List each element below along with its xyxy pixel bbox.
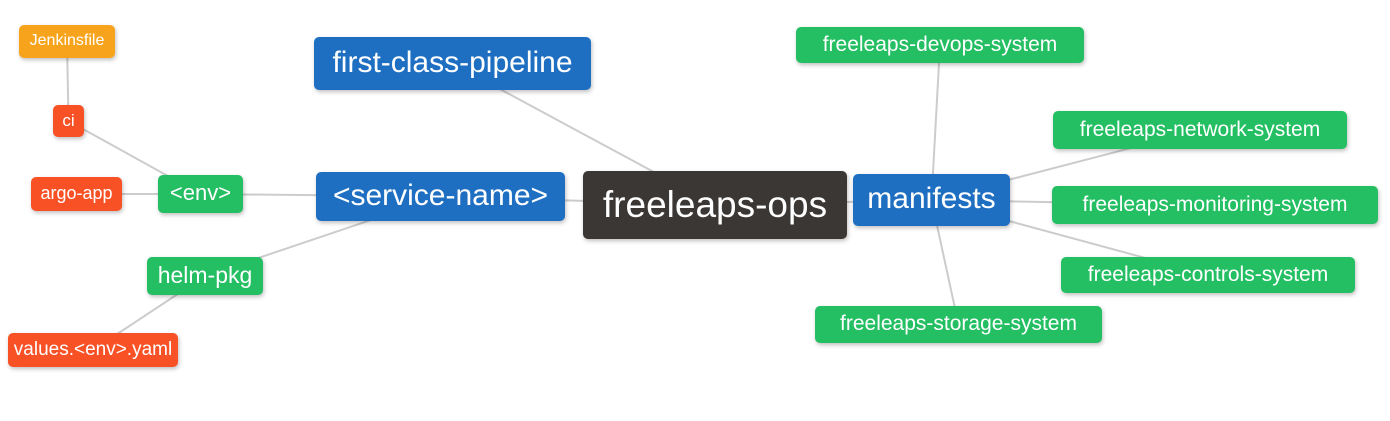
node-service-name[interactable]: <service-name>	[316, 172, 565, 221]
node-freeleaps-monitoring-system[interactable]: freeleaps-monitoring-system	[1052, 186, 1378, 224]
node-label: Jenkinsfile	[29, 31, 105, 49]
node-env[interactable]: <env>	[158, 175, 243, 213]
node-label: freeleaps-devops-system	[822, 32, 1058, 56]
node-label: <service-name>	[332, 178, 549, 212]
node-label: freeleaps-storage-system	[840, 312, 1077, 335]
node-label: freeleaps-monitoring-system	[1082, 192, 1348, 216]
node-helm-pkg[interactable]: helm-pkg	[147, 257, 263, 295]
node-label: <env>	[169, 180, 232, 205]
node-freeleaps-devops-system[interactable]: freeleaps-devops-system	[796, 27, 1084, 63]
node-first-class-pipeline[interactable]: first-class-pipeline	[314, 37, 591, 90]
node-label: freeleaps-network-system	[1079, 117, 1321, 141]
node-jenkinsfile[interactable]: Jenkinsfile	[19, 25, 115, 58]
node-manifests[interactable]: manifests	[853, 174, 1010, 226]
node-label: ci	[62, 110, 75, 130]
node-label: argo-app	[40, 183, 113, 203]
node-label: values.<env>.yaml	[13, 338, 173, 360]
node-label: manifests	[867, 182, 996, 215]
node-label: freeleaps-controls-system	[1087, 262, 1329, 286]
node-freeleaps-storage-system[interactable]: freeleaps-storage-system	[815, 306, 1102, 343]
node-values-env-yaml[interactable]: values.<env>.yaml	[8, 333, 178, 367]
node-argo-app[interactable]: argo-app	[31, 177, 122, 211]
node-label: first-class-pipeline	[332, 45, 573, 79]
node-ci[interactable]: ci	[53, 105, 84, 137]
node-freeleaps-controls-system[interactable]: freeleaps-controls-system	[1061, 257, 1355, 293]
node-freeleaps-ops[interactable]: freeleaps-ops	[583, 171, 847, 239]
node-label: helm-pkg	[157, 261, 253, 288]
node-freeleaps-network-system[interactable]: freeleaps-network-system	[1053, 111, 1347, 149]
node-label: freeleaps-ops	[602, 183, 828, 225]
